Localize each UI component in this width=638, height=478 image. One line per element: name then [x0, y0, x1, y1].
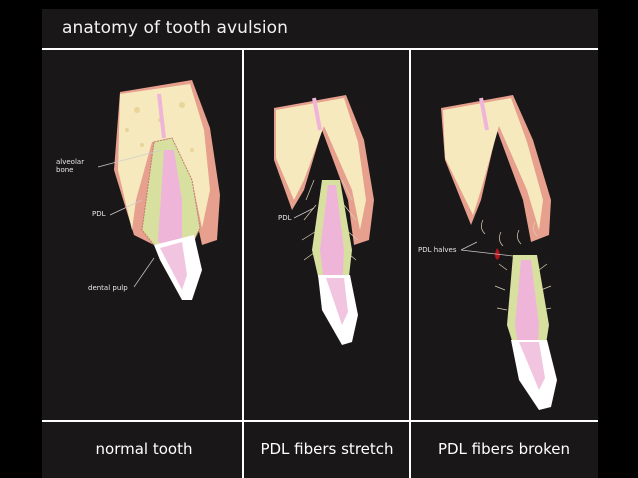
- pointer-lines-broken: [460, 241, 514, 257]
- caption-normal-tooth: normal tooth: [95, 440, 193, 458]
- label-dental-pulp: dental pulp: [88, 284, 128, 292]
- label-pdl-normal: PDL: [92, 210, 106, 218]
- diagram-title: anatomy of tooth avulsion: [62, 18, 289, 38]
- caption-pdl-fibers-broken: PDL fibers broken: [437, 440, 571, 458]
- label-pdl-stretch: PDL: [278, 214, 292, 222]
- normal-tooth-illustration: [114, 80, 220, 300]
- stretched-tooth-illustration: [274, 95, 374, 345]
- caption-divider: [42, 420, 598, 422]
- title-divider: [42, 48, 598, 50]
- label-pdl-halves: PDL halves: [418, 246, 457, 254]
- pointer-lines-normal: [97, 149, 163, 288]
- label-alveolar-bone: alveolar bone: [56, 158, 85, 174]
- panel-divider-1: [242, 48, 244, 478]
- panel-divider-2: [409, 48, 411, 478]
- caption-pdl-fibers-stretch: PDL fibers stretch: [260, 440, 394, 458]
- pointer-lines-stretch: [293, 207, 315, 219]
- broken-tooth-illustration: [441, 95, 557, 410]
